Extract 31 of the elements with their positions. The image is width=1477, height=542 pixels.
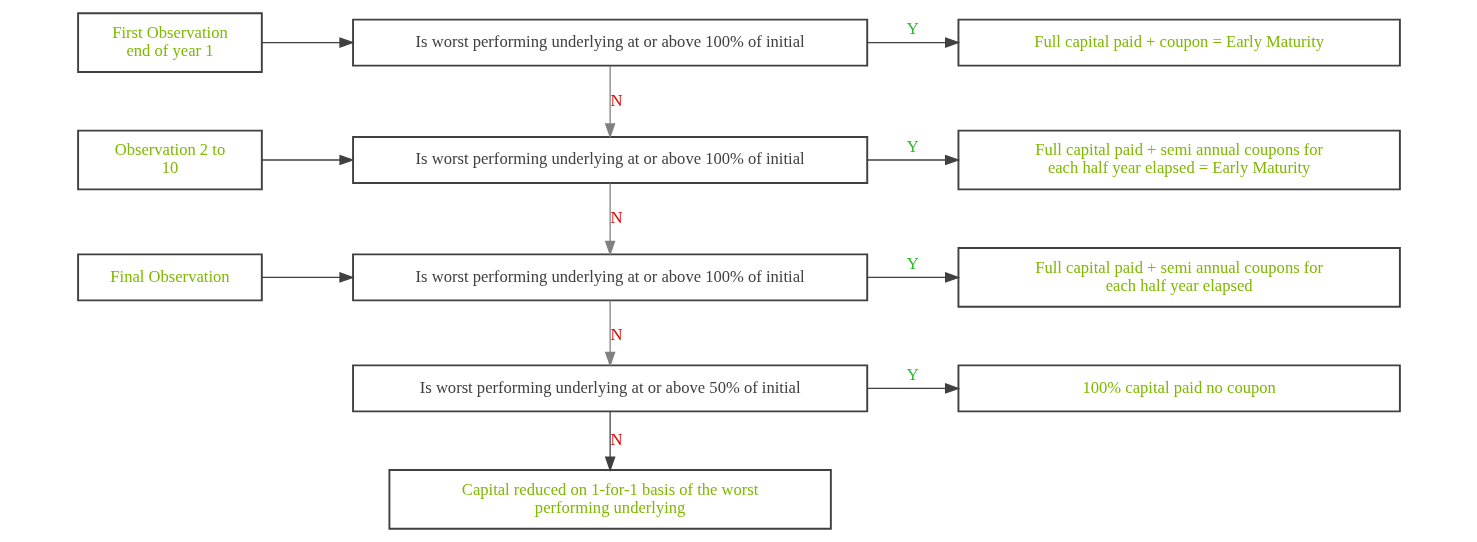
edge-label: N <box>610 90 623 110</box>
node-box: Is worst performing underlying at or above 100% of initial <box>351 253 868 302</box>
node-box: Observation 2 to 10 <box>76 129 263 191</box>
edge-label: Y <box>906 364 919 384</box>
arrow <box>866 37 960 48</box>
edge-label: N <box>610 430 623 450</box>
node-box: 100% capital paid no coupon <box>957 364 1401 413</box>
edge-label: Y <box>906 19 919 39</box>
node-box: Is worst performing underlying at or above 100% of initial <box>351 18 868 67</box>
arrow <box>604 182 615 256</box>
arrow <box>260 272 355 283</box>
node-box: First Observation end of year 1 <box>76 12 263 73</box>
node-box: Is worst performing underlying at or above 100% of initial <box>351 136 868 184</box>
edge-label: Y <box>906 136 919 156</box>
arrow <box>866 272 960 283</box>
edge-label: N <box>610 325 623 345</box>
arrow <box>604 410 615 472</box>
arrow <box>260 154 355 166</box>
edge-label: Y <box>906 253 919 273</box>
node-box: Is worst performing underlying at or above 50% of initial <box>351 364 868 413</box>
arrow <box>604 299 615 368</box>
arrow <box>604 65 615 139</box>
arrow <box>260 37 355 48</box>
node-box: Final Observation <box>76 253 263 302</box>
node-box: Capital reduced on 1-for-1 basis of the worst performing underlying <box>387 469 832 530</box>
arrow <box>866 383 960 394</box>
node-box: Full capital paid + semi annual coupons for each half year elapsed = Early Maturity <box>957 129 1401 191</box>
node-box: Full capital paid + coupon = Early Maturity <box>957 18 1401 67</box>
edge-label: N <box>610 208 623 228</box>
arrow <box>866 154 960 166</box>
node-box: Full capital paid + semi annual coupons for each half year elapsed <box>957 247 1401 308</box>
